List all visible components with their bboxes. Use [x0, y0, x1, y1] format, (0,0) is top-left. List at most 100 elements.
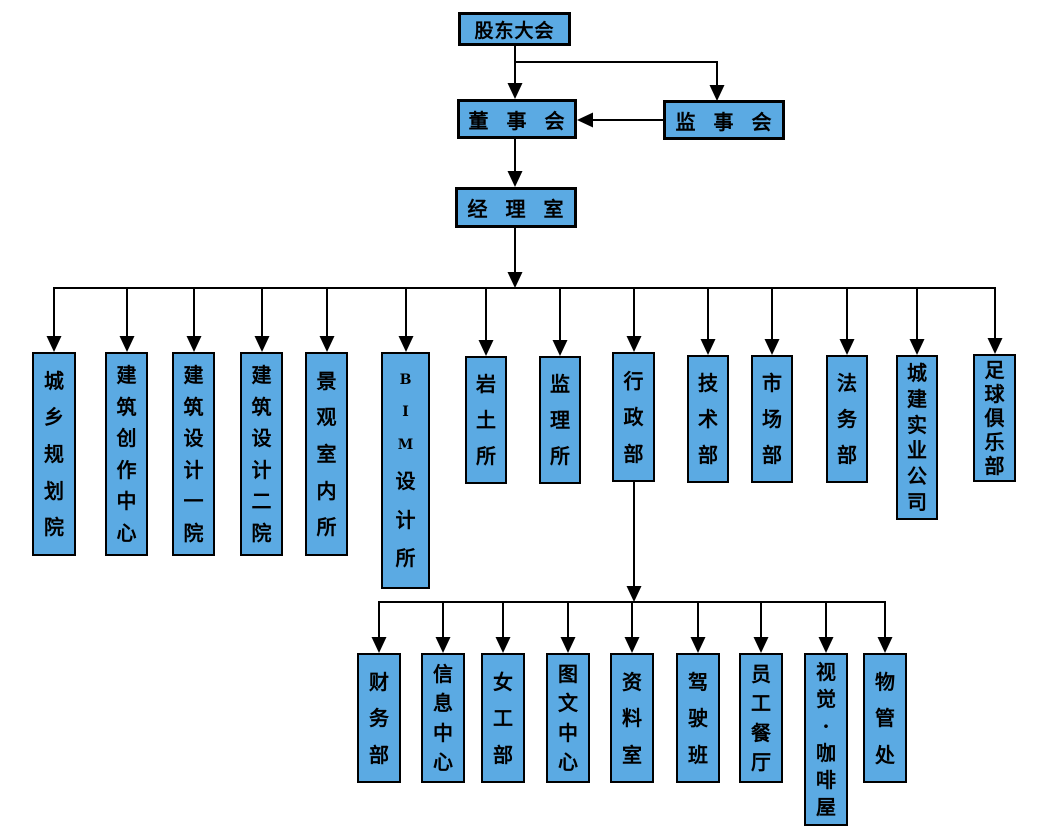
char: 二 [251, 489, 272, 514]
char: 餐 [751, 720, 771, 745]
char: 觉 [816, 687, 836, 711]
char: 院 [183, 520, 204, 545]
char: 景 [316, 368, 337, 393]
char: 室 [316, 441, 337, 466]
char: 技 [698, 371, 718, 395]
char: 设 [395, 468, 416, 493]
char: 管 [875, 706, 895, 730]
char: 室 [622, 742, 642, 767]
char: 足 [984, 358, 1005, 382]
char: 城 [44, 368, 64, 393]
char: 图 [558, 662, 578, 687]
char: 处 [875, 742, 895, 767]
node-supervisory-board: 监 事 会 [663, 100, 785, 140]
char: 术 [698, 407, 718, 431]
char: 务 [369, 706, 389, 730]
char: I [402, 404, 409, 421]
char: 中 [116, 489, 137, 514]
char: 政 [623, 405, 644, 429]
node-administration-department: 行政部 [612, 352, 655, 482]
char: 筑 [251, 394, 272, 419]
node-staff-canteen: 员工餐厅 [739, 653, 783, 783]
char: 驶 [688, 706, 708, 730]
node-vision-coffee-house: 视觉 · 咖啡屋 [804, 653, 848, 826]
char: 筑 [116, 394, 137, 419]
char: 屋 [816, 795, 836, 819]
char: 监 [550, 372, 570, 396]
node-women-workers-department: 女工部 [481, 653, 525, 783]
node-technology-department: 技术部 [687, 355, 729, 483]
char: 员 [751, 662, 771, 687]
char: 筑 [183, 394, 204, 419]
char: 土 [476, 408, 496, 432]
char: 城 [907, 360, 927, 385]
char: 工 [493, 706, 513, 730]
char: 务 [837, 407, 857, 431]
char: 场 [762, 407, 782, 431]
char: 部 [493, 742, 513, 767]
char: 设 [183, 426, 204, 451]
char: 球 [984, 382, 1005, 406]
char: 心 [433, 749, 453, 774]
char: 部 [369, 742, 389, 767]
char: 资 [622, 669, 642, 694]
char: 料 [622, 706, 642, 730]
char: 理 [550, 408, 570, 432]
char: 建 [183, 363, 204, 388]
char: 财 [369, 669, 389, 694]
char: 作 [116, 457, 137, 482]
char: 视 [816, 660, 836, 684]
tier3-connectors [371, 482, 893, 653]
char: 女 [493, 669, 513, 694]
char: 部 [698, 443, 718, 467]
char: 设 [251, 426, 272, 451]
char: 心 [558, 749, 578, 774]
char: 划 [44, 478, 64, 503]
char: 乐 [984, 430, 1005, 454]
char: 所 [395, 546, 416, 571]
node-architectural-creation-center: 建筑创作中心 [105, 352, 148, 556]
char: 驾 [688, 669, 708, 694]
char: 部 [762, 443, 782, 467]
char: 部 [837, 443, 857, 467]
char: B [399, 371, 412, 388]
char: 市 [762, 371, 782, 395]
char: 中 [433, 720, 453, 745]
char: M [397, 437, 414, 454]
node-drivers-team: 驾驶班 [676, 653, 720, 783]
char: 业 [907, 438, 927, 463]
char: 俱 [984, 406, 1005, 430]
char: 观 [316, 405, 337, 430]
node-architectural-design-institute-2: 建筑设计二院 [240, 352, 283, 556]
node-managers-office: 经 理 室 [455, 187, 577, 228]
char: 院 [44, 515, 64, 540]
char: 信 [433, 662, 453, 687]
char: 岩 [476, 372, 496, 396]
char: 息 [433, 691, 453, 716]
char: · [822, 714, 830, 738]
char: 建 [907, 386, 927, 411]
char: 所 [476, 444, 496, 468]
char: 中 [558, 720, 578, 745]
char: 所 [316, 515, 337, 540]
node-urban-construction-industrial-company: 城建实业公司 [896, 355, 938, 520]
char: 实 [907, 412, 927, 437]
char: 物 [875, 669, 895, 694]
node-legal-department: 法务部 [826, 355, 868, 483]
node-landscape-interior-institute: 景观室内所 [305, 352, 348, 556]
char: 司 [907, 490, 927, 515]
node-supervision-institute: 监理所 [539, 356, 581, 484]
char: 啡 [816, 768, 836, 792]
char: 咖 [816, 741, 836, 765]
char: 工 [751, 691, 771, 716]
char: 乡 [44, 405, 64, 430]
node-geotechnical-institute: 岩土所 [465, 356, 507, 484]
char: 班 [688, 742, 708, 767]
node-architectural-design-institute-1: 建筑设计一院 [172, 352, 215, 556]
char: 创 [116, 426, 137, 451]
node-information-center: 信息中心 [421, 653, 465, 783]
node-marketing-department: 市场部 [751, 355, 793, 483]
char: 规 [44, 441, 64, 466]
